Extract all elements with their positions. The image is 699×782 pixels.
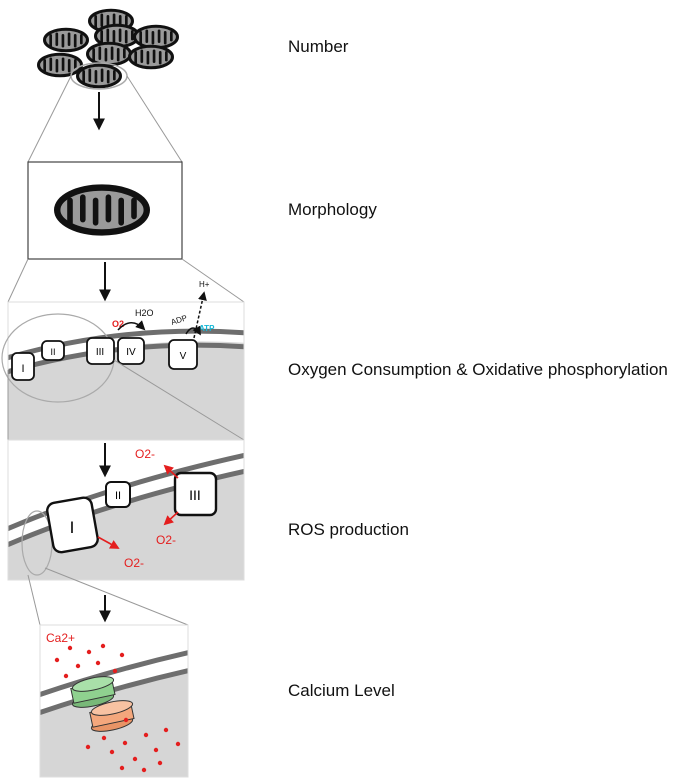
zoom-line — [126, 75, 183, 163]
superoxide-label: O2- — [124, 556, 144, 570]
complex-i: I — [11, 352, 35, 381]
atp-label: ATP — [199, 324, 215, 333]
stage-label-number: Number — [288, 37, 349, 56]
proton-label: H+ — [199, 280, 210, 289]
mitochondrion-icon — [76, 63, 122, 89]
calcium-ion-label: Ca2+ — [46, 631, 75, 645]
mitochondrion-large-icon — [57, 188, 147, 233]
mitochondrion-icon — [86, 41, 132, 67]
complex-iii: III — [86, 337, 115, 365]
complex-iii: III — [173, 471, 218, 517]
water-label: H2O — [135, 308, 154, 318]
complex-i: I — [46, 496, 99, 554]
superoxide-arrow — [97, 536, 120, 549]
zoom-line — [7, 258, 29, 303]
mitochondria-cluster — [37, 8, 179, 89]
oxygen-label: O2 — [112, 319, 124, 329]
complex-ii: II — [41, 340, 65, 361]
svg-text:II: II — [115, 490, 121, 502]
svg-text:II: II — [50, 347, 55, 357]
adp-label: ADP — [170, 313, 188, 327]
mitochondrion-icon — [133, 24, 179, 50]
zoom-line — [181, 258, 245, 303]
complex-v: V — [168, 339, 198, 370]
svg-text:III: III — [189, 487, 201, 503]
mitochondrion-icon — [37, 52, 83, 78]
superoxide-arrow — [163, 464, 179, 479]
zoom-line — [27, 75, 72, 163]
outer-membrane-line — [8, 328, 244, 361]
complex-iv: IV — [117, 337, 145, 365]
calcium-ions — [54, 643, 181, 773]
zoom-line — [44, 567, 189, 626]
superoxide-arrow — [163, 511, 179, 526]
svg-text:I: I — [21, 363, 24, 375]
calcium-channel-outer — [70, 676, 116, 708]
outer-membrane-line — [40, 650, 188, 698]
zoom-line — [27, 574, 41, 626]
adp-to-atp-arrow — [185, 325, 201, 336]
mitochondrion-icon — [128, 44, 174, 70]
complex-ii: II — [105, 481, 131, 508]
proton-flow-arrow — [193, 291, 207, 339]
svg-text:III: III — [96, 347, 104, 358]
superoxide-label: O2- — [156, 533, 176, 547]
svg-text:IV: IV — [126, 347, 136, 358]
stage-label-calcium-level: Calcium Level — [288, 681, 395, 700]
superoxide-label: O2- — [135, 447, 155, 461]
stage-label-morphology: Morphology — [288, 200, 377, 219]
calcium-channel-inner — [89, 700, 135, 732]
mitochondrion-icon — [43, 27, 89, 53]
zoom-line — [113, 359, 245, 441]
svg-text:V: V — [180, 351, 187, 362]
stage-label-ros-production: ROS production — [288, 520, 409, 539]
svg-text:I: I — [70, 518, 75, 537]
stage-label-oxygen-consumption: Oxygen Consumption & Oxidative phosphory… — [288, 360, 668, 379]
oxygen-to-water-arrow — [117, 320, 146, 331]
